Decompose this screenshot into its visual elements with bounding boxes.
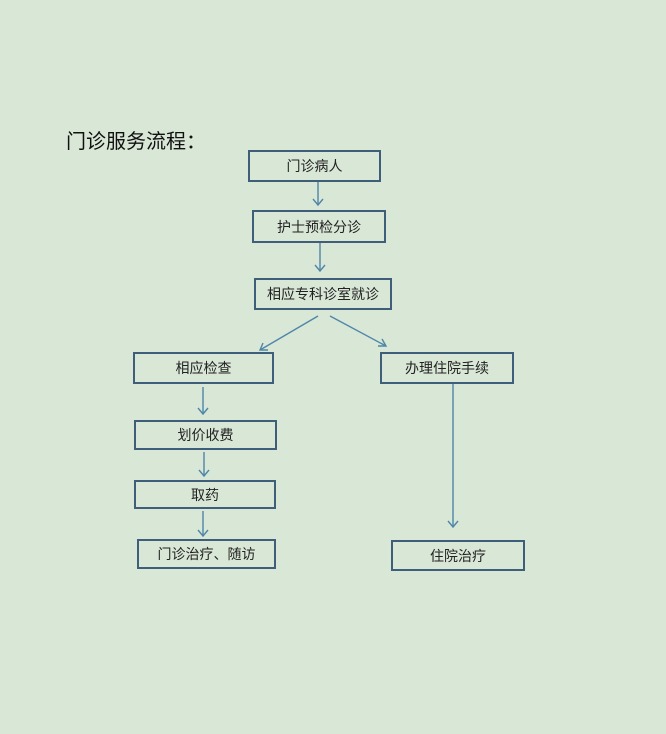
node-triage: 护士预检分诊	[252, 210, 386, 243]
node-exam: 相应检查	[133, 352, 274, 384]
arrow-specialty-to-admission	[329, 315, 387, 347]
node-outpatient-label: 门诊病人	[286, 159, 343, 175]
node-pharmacy-label: 取药	[191, 487, 219, 504]
arrowhead-specialty-to-admission	[378, 338, 388, 347]
node-followup: 门诊治疗、随访	[137, 539, 276, 569]
node-exam-label: 相应检查	[175, 361, 232, 377]
node-admission-label: 办理住院手续	[405, 361, 489, 377]
page-title: 门诊服务流程：	[66, 129, 206, 153]
arrowhead-billing-to-pharmacy	[198, 469, 210, 478]
node-billing: 划价收费	[134, 420, 277, 450]
node-inpatient: 住院治疗	[391, 540, 525, 571]
node-billing-label: 划价收费	[177, 428, 234, 444]
node-pharmacy: 取药	[134, 480, 276, 509]
arrowhead-specialty-to-exam	[258, 342, 268, 351]
node-outpatient: 门诊病人	[248, 150, 381, 182]
arrowhead-admission-to-inpatient	[447, 520, 459, 529]
node-followup-label: 门诊治疗、随访	[157, 547, 256, 563]
node-admission: 办理住院手续	[380, 352, 514, 384]
node-inpatient-label: 住院治疗	[430, 548, 486, 565]
node-specialty: 相应专科诊室就诊	[254, 278, 392, 310]
arrowhead-outpatient-to-triage	[312, 198, 324, 207]
node-triage-label: 护士预检分诊	[277, 219, 361, 236]
arrowhead-exam-to-billing	[197, 407, 209, 416]
arrow-specialty-to-exam	[259, 315, 319, 351]
node-specialty-label: 相应专科诊室就诊	[267, 287, 379, 303]
arrowhead-triage-to-specialty	[314, 264, 326, 273]
arrowhead-pharmacy-to-followup	[197, 529, 209, 538]
